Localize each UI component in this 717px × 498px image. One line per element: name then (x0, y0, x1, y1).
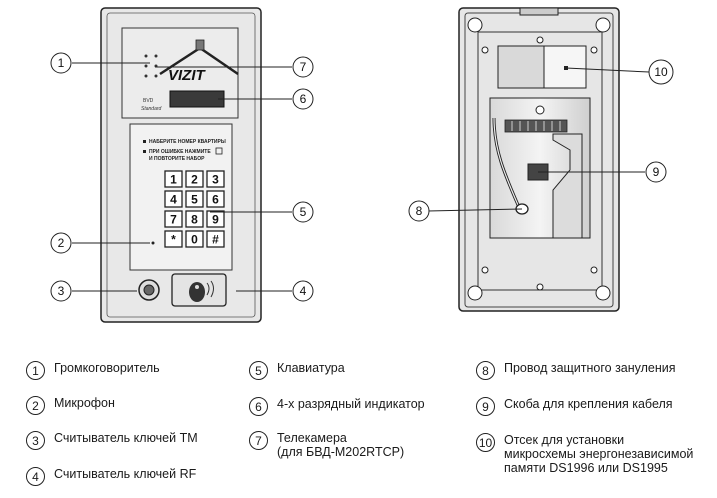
keypad-key: 6 (206, 190, 225, 208)
svg-text:10: 10 (654, 65, 668, 79)
svg-text:1: 1 (58, 56, 65, 70)
legend-item-9: 9 Скоба для крепления кабеля (476, 397, 673, 416)
legend-label: 4-х разрядный индикатор (277, 397, 425, 411)
legend-label: Провод защитного зануления (504, 361, 676, 375)
keypad-key-label: 8 (191, 213, 198, 227)
keypad-key-label: 5 (191, 193, 198, 207)
display-window (169, 90, 225, 108)
keypad-key-label: 2 (191, 173, 198, 187)
legend-number: 7 (249, 431, 268, 450)
legend-number: 8 (476, 361, 495, 380)
svg-text:9: 9 (653, 165, 660, 179)
legend-number: 3 (26, 431, 45, 450)
keypad-key: 5 (185, 190, 204, 208)
legend-label: Телекамера (для БВД-M202RTCP) (277, 431, 405, 459)
legend-label: Громкоговоритель (54, 361, 160, 375)
speaker-grille (144, 54, 158, 78)
callout-circles (50, 52, 674, 302)
legend-item-6: 6 4-х разрядный индикатор (249, 397, 425, 416)
svg-text:8: 8 (416, 204, 423, 218)
legend-label: Микрофон (54, 396, 115, 410)
legend-label: Клавиатура (277, 361, 345, 375)
legend-label: Считыватель ключей ТМ (54, 431, 198, 445)
legend-item-3: 3 Считыватель ключей ТМ (26, 431, 198, 450)
keypad-key: 2 (185, 170, 204, 188)
svg-text:И ПОВТОРИТЕ НАБОР: И ПОВТОРИТЕ НАБОР (149, 156, 205, 162)
svg-text:2: 2 (58, 236, 65, 250)
legend-number: 2 (26, 396, 45, 415)
keypad-key-label: * (171, 233, 176, 247)
keypad-key: 4 (164, 190, 183, 208)
back-panel (458, 7, 620, 312)
svg-text:Standard: Standard (141, 106, 162, 112)
keypad-key-label: 0 (191, 233, 198, 247)
device-diagram: VIZIT BVD Standard НАБЕРИТЕ НОМЕР КВАРТИ… (50, 7, 674, 323)
keypad-key-label: 4 (170, 193, 177, 207)
instruction-text: НАБЕРИТЕ НОМЕР КВАРТИРЫ ПРИ ОШИБКЕ НАЖМИ… (143, 139, 226, 162)
legend-item-10: 10 Отсек для установки микросхемы энерго… (476, 433, 693, 475)
brand-logo: VIZIT BVD Standard (141, 46, 239, 112)
legend-label: Считыватель ключей RF (54, 467, 197, 481)
svg-text:5: 5 (300, 205, 307, 219)
svg-text:VIZIT: VIZIT (168, 67, 207, 84)
legend-number: 10 (476, 433, 495, 452)
legend-item-8: 8 Провод защитного зануления (476, 361, 676, 380)
keypad-key: 0 (185, 230, 204, 248)
leader-lines (72, 62, 650, 292)
keypad-key-label: 3 (212, 173, 219, 187)
camera-icon (195, 39, 205, 51)
legend-number: 5 (249, 361, 268, 380)
keypad-key: * (164, 230, 183, 248)
rf-key-icon (189, 280, 214, 302)
legend-item-4: 4 Считыватель ключей RF (26, 467, 196, 486)
keypad-key: 7 (164, 210, 183, 228)
svg-text:4: 4 (300, 284, 307, 298)
legend-item-2: 2 Микрофон (26, 396, 115, 415)
legend-number: 6 (249, 397, 268, 416)
microphone-hole (151, 241, 155, 245)
callout-numbers: 1 2 3 4 5 6 7 8 9 10 (58, 56, 668, 298)
keypad-key-label: 6 (212, 193, 219, 207)
svg-text:ПРИ ОШИБКЕ НАЖМИТЕ: ПРИ ОШИБКЕ НАЖМИТЕ (149, 149, 211, 155)
svg-text:BVD: BVD (143, 98, 154, 104)
legend-number: 4 (26, 467, 45, 486)
keypad-key: 8 (185, 210, 204, 228)
legend-item-1: 1 Громкоговоритель (26, 361, 160, 380)
keypad-key: 1 (164, 170, 183, 188)
legend-number: 9 (476, 397, 495, 416)
svg-text:7: 7 (300, 60, 307, 74)
keypad-key-label: 9 (212, 213, 219, 227)
memory-compartment (497, 45, 545, 89)
legend-item-7: 7 Телекамера (для БВД-M202RTCP) (249, 431, 404, 459)
keypad-key: 3 (206, 170, 225, 188)
legend-item-5: 5 Клавиатура (249, 361, 345, 380)
keypad-key-label: 1 (170, 173, 177, 187)
keypad-key: 9 (206, 210, 225, 228)
svg-text:3: 3 (58, 284, 65, 298)
svg-text:6: 6 (300, 92, 307, 106)
keypad-key-label: 7 (170, 213, 177, 227)
keypad-key-label: # (212, 233, 219, 247)
legend-label: Отсек для установки микросхемы энергонез… (504, 433, 694, 475)
legend-label: Скоба для крепления кабеля (504, 397, 673, 411)
front-panel: VIZIT BVD Standard НАБЕРИТЕ НОМЕР КВАРТИ… (100, 7, 262, 323)
svg-text:НАБЕРИТЕ НОМЕР КВАРТИРЫ: НАБЕРИТЕ НОМЕР КВАРТИРЫ (149, 139, 226, 145)
keypad-key: # (206, 230, 225, 248)
legend-number: 1 (26, 361, 45, 380)
